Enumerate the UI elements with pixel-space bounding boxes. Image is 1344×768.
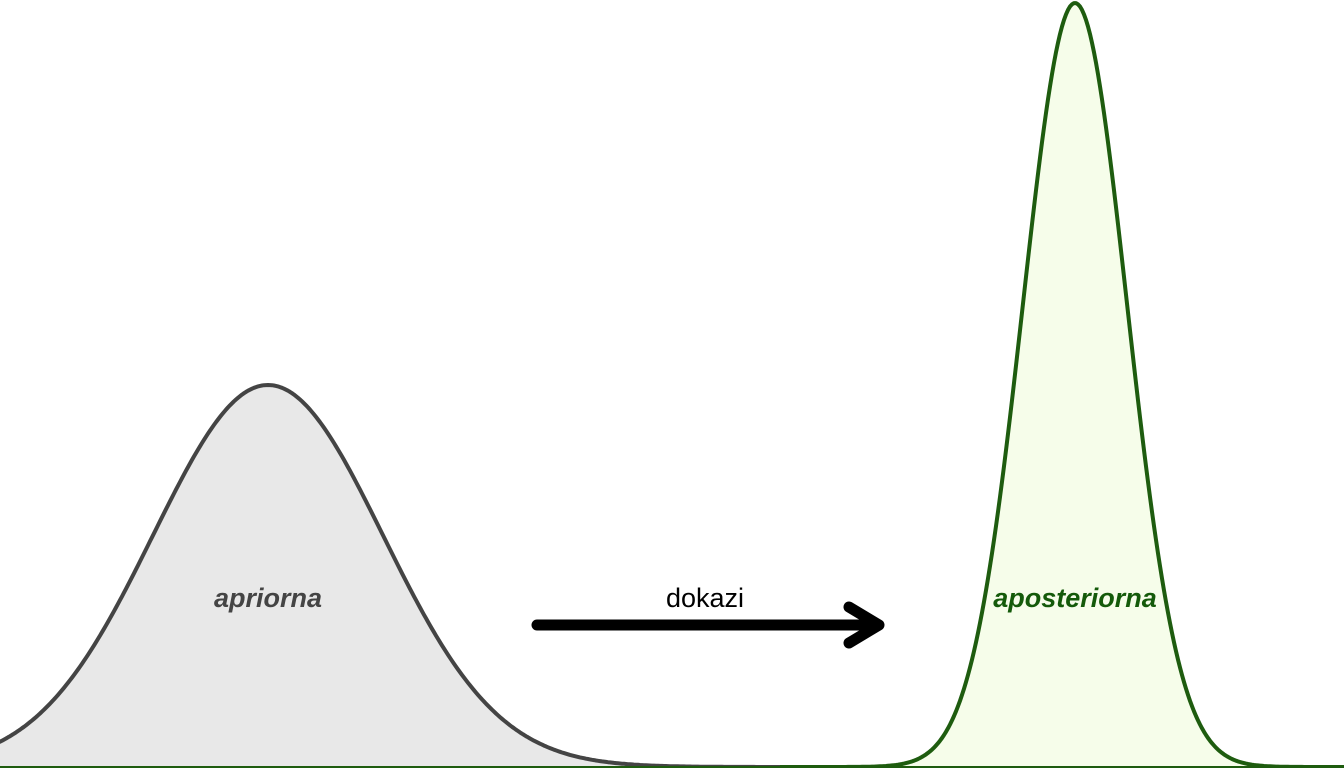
arrow-head bbox=[843, 601, 885, 649]
evidence-arrow bbox=[531, 601, 885, 649]
posterior-curve-fill bbox=[780, 3, 1344, 767]
posterior-label: aposteriorna bbox=[993, 583, 1157, 613]
prior-label: apriorna bbox=[214, 583, 322, 613]
prior-curve-fill bbox=[0, 385, 840, 767]
arrow-label: dokazi bbox=[666, 583, 744, 613]
